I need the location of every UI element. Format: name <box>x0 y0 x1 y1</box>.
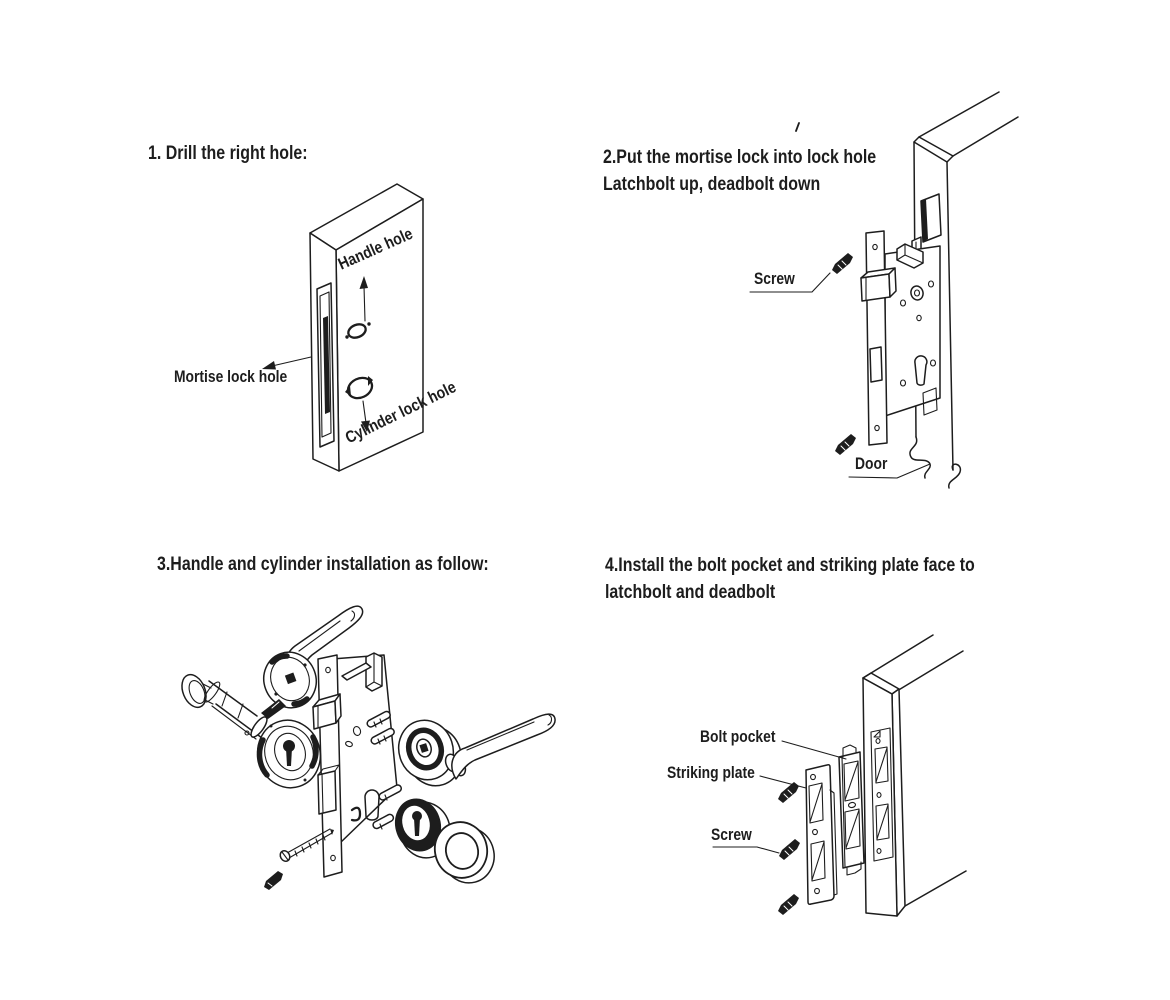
door-label: Door <box>855 455 888 473</box>
strike-installation-drawing <box>712 634 967 917</box>
mortise-slot <box>316 282 335 448</box>
bolt-pocket-drawing <box>838 744 865 876</box>
spring-clip <box>350 806 362 822</box>
screw-icon <box>778 894 799 915</box>
bolt-pocket-label: Bolt pocket <box>700 728 776 746</box>
interior-rose <box>261 651 317 719</box>
lock-faceplate <box>312 654 343 878</box>
frame-recess <box>870 727 894 862</box>
deadbolt <box>317 770 337 815</box>
screw-label-leader <box>712 846 780 854</box>
screw-icon <box>778 782 799 803</box>
cylinder-ring <box>433 821 495 884</box>
handle-hole-drawing <box>345 276 371 339</box>
screw-icon <box>779 839 800 860</box>
step3-title: 3.Handle and cylinder installation as fo… <box>157 554 489 575</box>
exterior-lever-handle <box>444 713 556 780</box>
cylinder-rose-interior <box>256 719 322 789</box>
screw-icons-step2 <box>832 253 856 455</box>
lock-faceplate <box>865 230 888 446</box>
exploded-assembly-drawing <box>181 605 556 890</box>
mortise-lock-drawing <box>860 230 941 446</box>
screw-label-step2: Screw <box>754 270 795 288</box>
door-edge-drawing <box>795 91 1019 489</box>
step4-title-line1: 4.Install the bolt pocket and striking p… <box>605 555 975 576</box>
deadbolt-slot <box>869 346 883 383</box>
mortise-lock-hole-label: Mortise lock hole <box>174 368 288 386</box>
step2-title-line2: Latchbolt up, deadbolt down <box>603 174 821 195</box>
step4-title: 4.Install the bolt pocket and striking p… <box>605 552 975 606</box>
cylinder-hole-drawing <box>345 376 374 432</box>
euro-cutout <box>364 789 380 821</box>
cylinder-with-thumbturn <box>181 673 268 740</box>
cylinder-hole-arrow <box>362 400 367 424</box>
exterior-rose <box>397 719 463 787</box>
striking-plate-leader <box>759 775 807 789</box>
screw-label-leader <box>749 272 831 293</box>
euro-keyhole <box>914 355 928 386</box>
stray-mark <box>795 122 800 132</box>
door-break-line <box>909 436 932 479</box>
screw-icon <box>832 253 853 274</box>
spindle-bar <box>341 662 372 681</box>
striking-plate-label: Striking plate <box>667 764 755 782</box>
lock-into-door-drawing <box>749 91 1019 489</box>
screw-icons-step4 <box>778 782 800 915</box>
through-bolts <box>366 710 402 830</box>
striking-plate-drawing <box>805 764 838 905</box>
screw-icon <box>264 871 283 890</box>
door-blank-drawing <box>262 183 424 472</box>
screw-label-step4: Screw <box>711 826 752 844</box>
screw-icon <box>835 434 856 455</box>
bolt-pocket-leader <box>781 740 847 760</box>
mortise-label-leader <box>262 356 312 370</box>
spindle-stub <box>261 699 286 719</box>
spindle-hub <box>910 285 924 301</box>
door-label-leader <box>848 463 931 479</box>
step2-title: 2.Put the mortise lock into lock hole La… <box>603 144 876 198</box>
door-frame-drawing <box>862 634 967 917</box>
step1-title: 1. Drill the right hole: <box>148 143 308 164</box>
handle-hole-arrow <box>363 285 366 322</box>
latchbolt <box>860 267 897 302</box>
step2-title-line1: 2.Put the mortise lock into lock hole <box>603 147 877 168</box>
step4-title-line2: latchbolt and deadbolt <box>605 582 776 603</box>
long-screw <box>279 828 334 863</box>
